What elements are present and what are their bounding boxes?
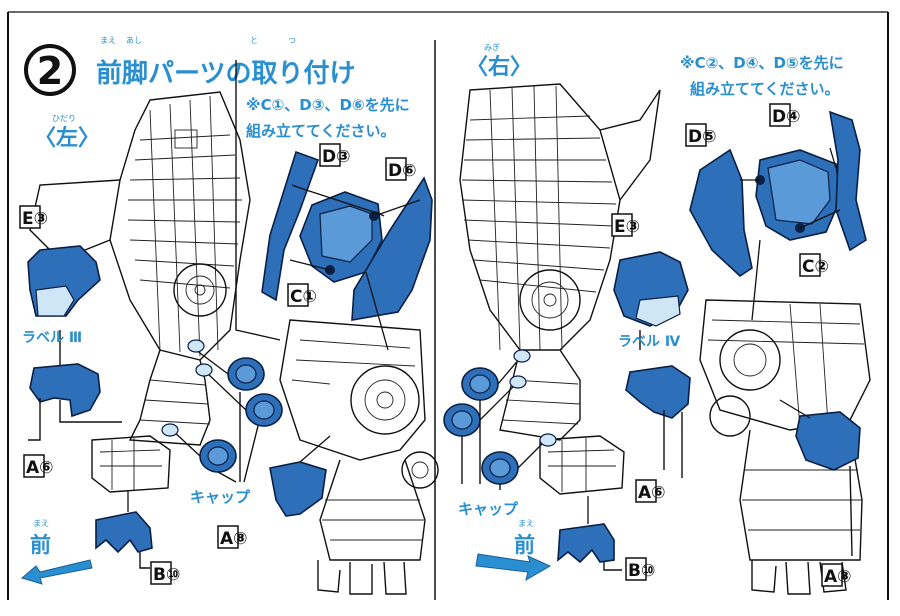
part-d5-shape xyxy=(689,148,753,278)
left-label-a8: A⑧ xyxy=(220,529,248,549)
right-label-a8: A⑧ xyxy=(824,567,852,587)
title-ruby-2: あし xyxy=(126,36,142,45)
right-shoulder-armor-assembly xyxy=(689,110,867,321)
left-front-ruby: まえ xyxy=(33,519,49,528)
right-part-e3 xyxy=(613,251,689,327)
cap-r3 xyxy=(481,451,519,485)
right-panel: みぎ 〈右〉 ※C②、D④、D⑤を先に 組み立ててください。 xyxy=(443,42,871,595)
left-label-d3: D③ xyxy=(322,147,351,167)
right-sticker-label: ラベル Ⅳ xyxy=(618,334,681,350)
left-panel: ひだり 〈左〉 ※C①、D③、D⑥を先に 組み立ててください。 xyxy=(19,60,439,595)
cap-joint-pegs xyxy=(161,339,213,437)
part-d6-shape xyxy=(351,176,433,321)
right-part-labels: E③ A⑥ B⑩ C② D④ D⑤ A⑧ ラベル Ⅳ キャップ まえ 前 xyxy=(458,103,852,587)
step-header: 2 まえ あし と つ 前脚パーツの取り付け xyxy=(24,36,355,96)
left-leg-illustration xyxy=(59,60,439,595)
left-label-a6: A⑥ xyxy=(26,458,54,478)
left-part-a8 xyxy=(269,435,331,517)
right-note-line2: 組み立ててください。 xyxy=(690,80,840,98)
right-part-a6 xyxy=(625,365,691,478)
right-cap-label: キャップ xyxy=(458,500,519,518)
cap-1 xyxy=(227,357,265,391)
right-caps xyxy=(443,349,557,490)
left-shoulder-armor-assembly xyxy=(261,150,433,351)
left-label-b10: B⑩ xyxy=(153,565,180,585)
right-label-e3: E③ xyxy=(614,217,640,237)
left-robot-body-illustration xyxy=(29,91,251,493)
left-front-label: 前 xyxy=(30,533,51,557)
left-part-labels: E③ A⑥ B⑩ C① D③ D⑥ A⑧ ラベル Ⅲ キャップ まえ 前 xyxy=(19,143,417,585)
right-label-d4: D④ xyxy=(772,107,801,127)
right-side-ruby: みぎ xyxy=(484,42,500,52)
title-ruby-1: まえ xyxy=(100,36,116,45)
right-label-c2: C② xyxy=(802,257,829,277)
left-note-line2: 組み立ててください。 xyxy=(246,122,396,140)
title-ruby-4: つ xyxy=(288,36,296,45)
step-title: 前脚パーツの取り付け xyxy=(96,58,355,89)
cap-r1 xyxy=(461,367,499,401)
right-part-a8 xyxy=(779,399,861,557)
sticker-area-iii xyxy=(35,285,75,317)
left-label-e3: E③ xyxy=(22,209,48,229)
left-part-a6 xyxy=(28,363,122,441)
left-label-d6: D⑥ xyxy=(388,161,417,181)
left-part-b10 xyxy=(95,490,153,569)
part-d4-shape xyxy=(828,110,867,252)
left-side-label: 〈左〉 xyxy=(34,125,100,151)
right-front-ruby: まえ xyxy=(518,519,534,528)
right-side-label: 〈右〉 xyxy=(466,55,532,80)
left-caps xyxy=(161,339,283,483)
cap-2 xyxy=(245,393,283,427)
step-number-circle xyxy=(24,44,76,96)
left-front-arrow-icon xyxy=(20,559,93,585)
cap-3 xyxy=(199,439,237,473)
right-label-d5: D⑤ xyxy=(688,127,717,147)
left-sticker-label: ラベル Ⅲ xyxy=(22,330,82,346)
title-ruby-3: と xyxy=(250,36,258,45)
right-label-a6: A⑥ xyxy=(638,483,666,503)
step-number: 2 xyxy=(37,49,63,93)
sticker-area-iv xyxy=(635,295,681,327)
left-cap-label: キャップ xyxy=(190,488,251,506)
right-front-arrow-icon xyxy=(475,553,552,582)
left-part-e3 xyxy=(27,245,101,317)
left-label-c1: C① xyxy=(290,287,317,307)
right-front-label: 前 xyxy=(514,533,535,557)
left-side-ruby: ひだり xyxy=(52,114,76,123)
right-part-b10 xyxy=(557,496,622,571)
right-note-line1: ※C②、D④、D⑤を先に xyxy=(680,54,844,72)
cap-r2 xyxy=(443,403,481,437)
left-note-line1: ※C①、D③、D⑥を先に xyxy=(246,96,410,114)
cap-joint-pegs-right xyxy=(509,349,557,447)
right-label-b10: B⑩ xyxy=(628,561,655,581)
